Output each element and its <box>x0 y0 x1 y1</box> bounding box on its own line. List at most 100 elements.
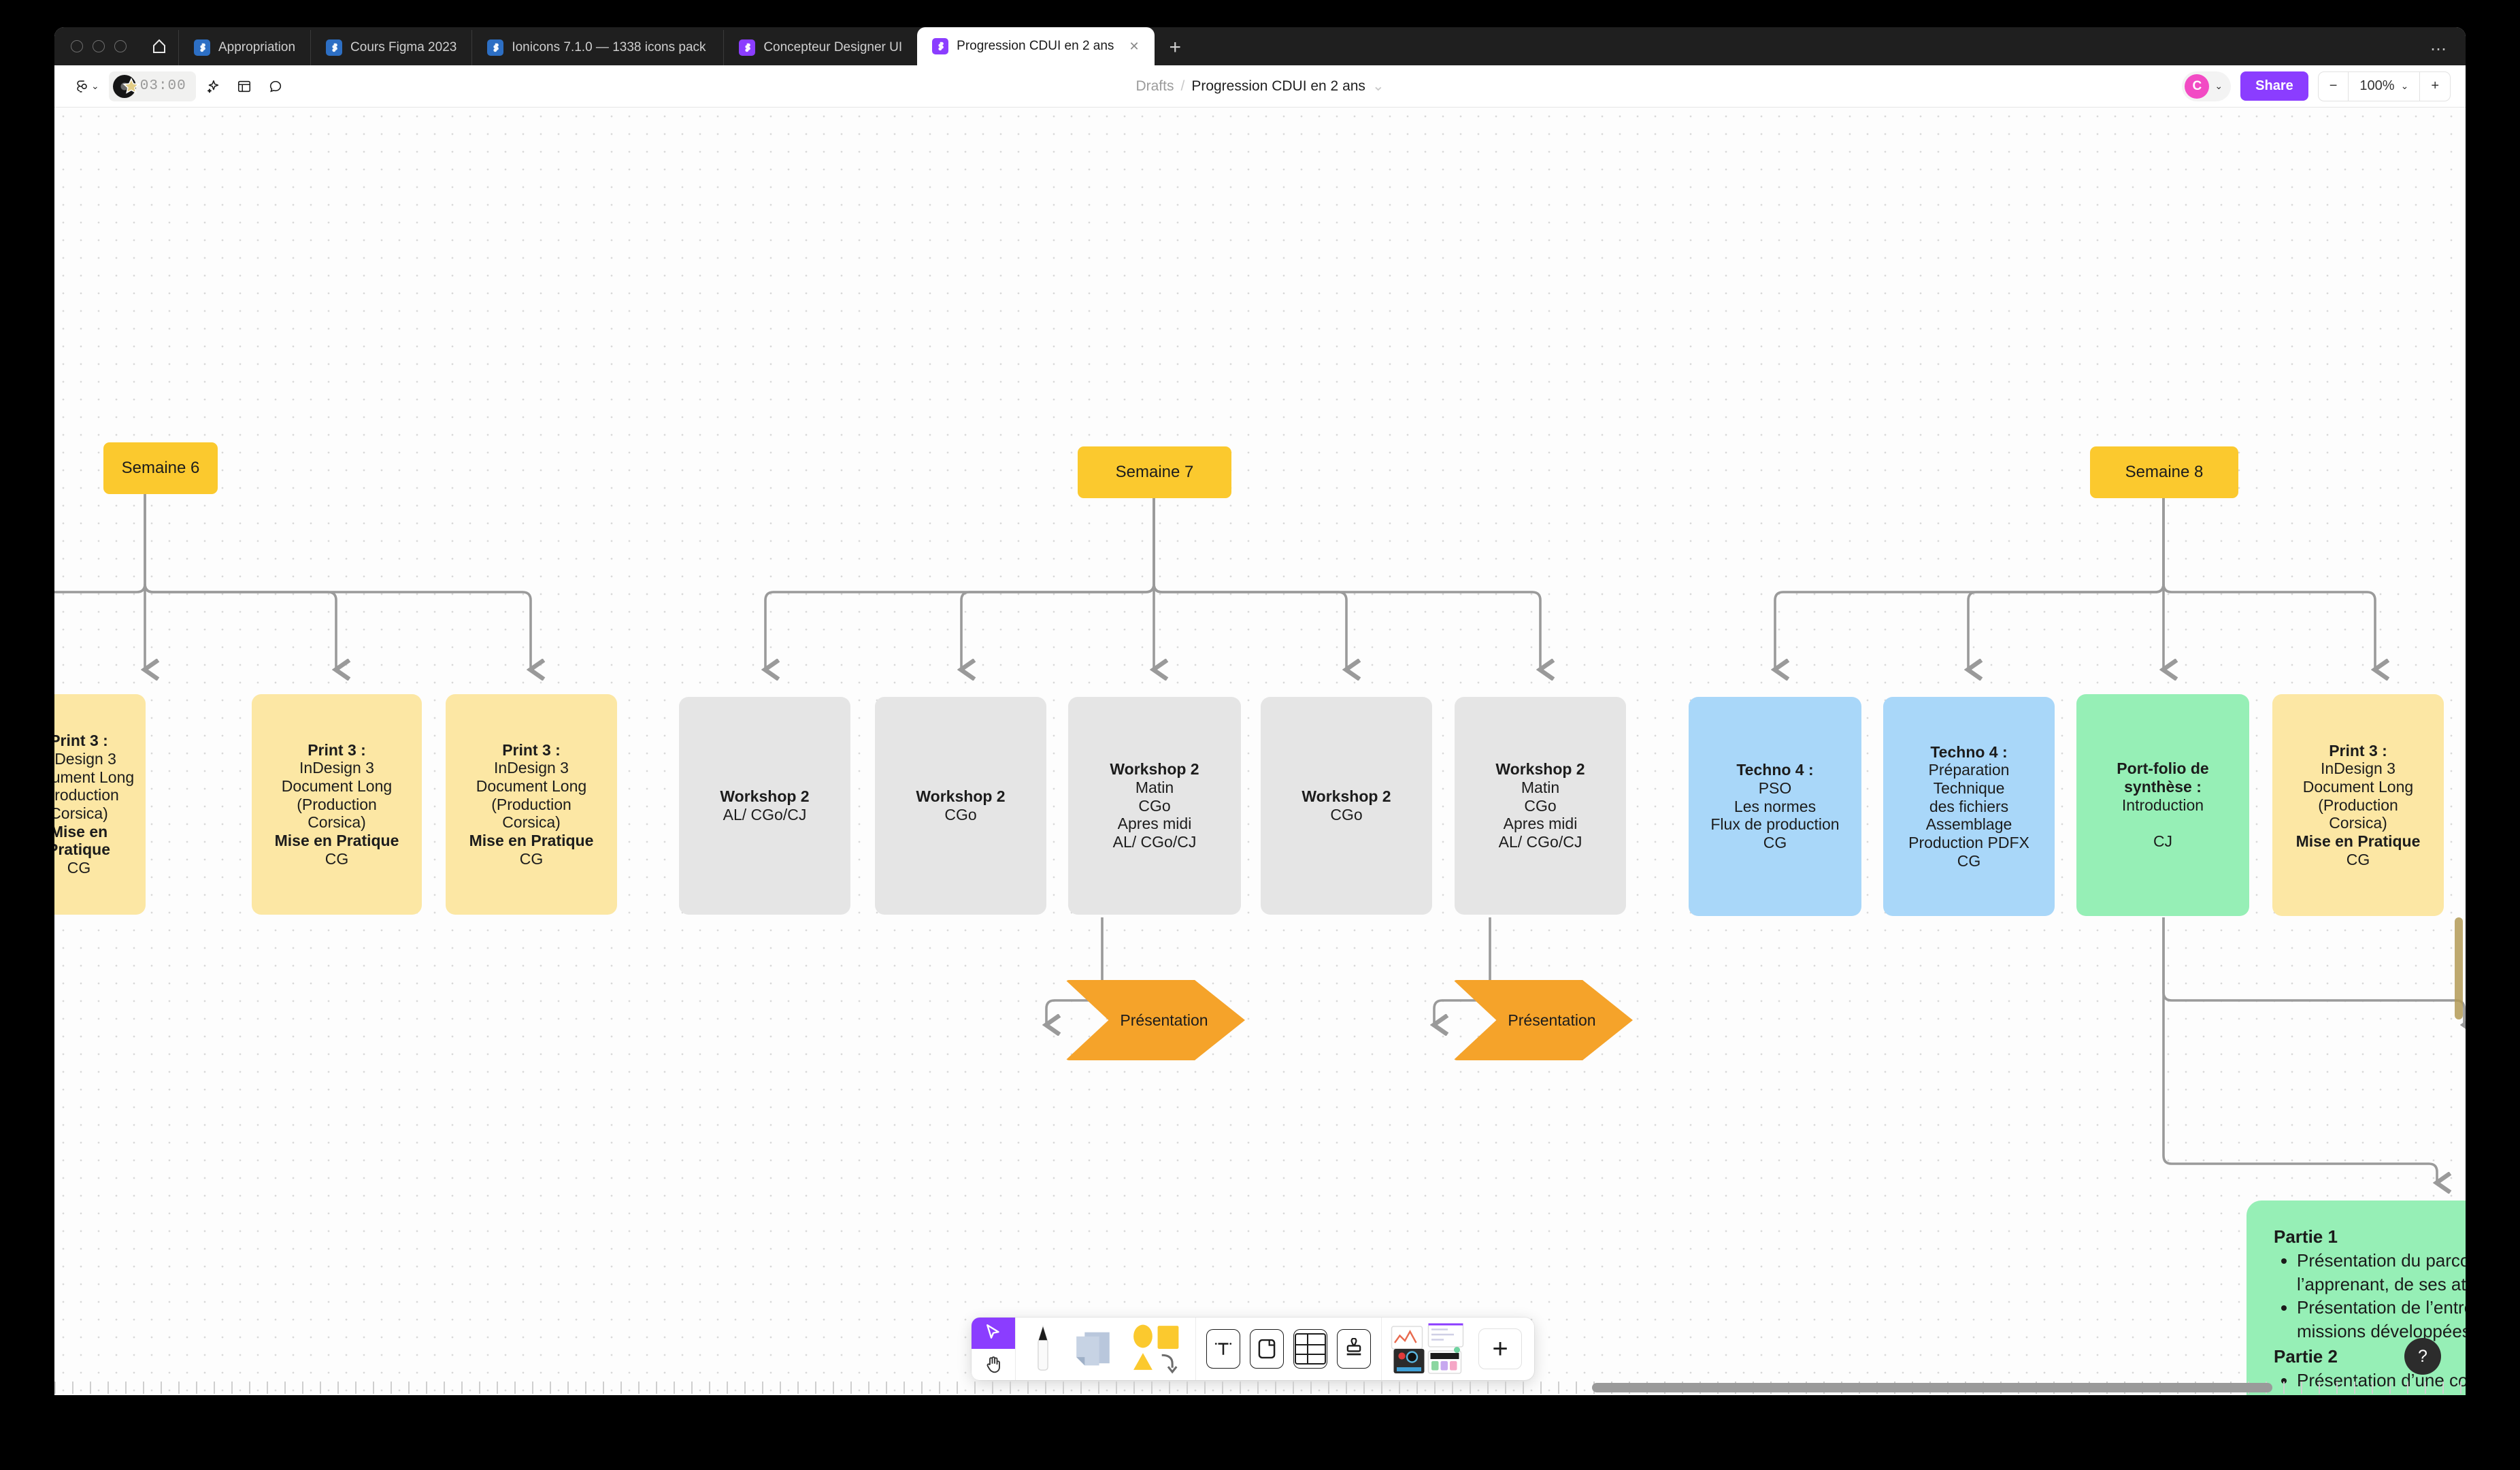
add-more-tool[interactable]: + <box>1472 1318 1529 1380</box>
figma-logo-icon[interactable]: ⌄ <box>68 71 106 101</box>
figjam-canvas[interactable]: Semaine 6 Semaine 7 Semaine 8 Print 3 :I… <box>54 108 2466 1395</box>
card-line: Corsica) <box>2329 814 2387 832</box>
horizontal-scrollbar[interactable] <box>1592 1383 2272 1392</box>
maximize-window-button[interactable] <box>114 40 127 52</box>
music-timer-widget[interactable]: 03:00 <box>108 71 196 101</box>
card-line: Workshop 2 <box>916 787 1006 806</box>
share-button[interactable]: Share <box>2240 71 2308 101</box>
cursor-tool[interactable] <box>972 1318 1015 1349</box>
browser-window: Appropriation Cours Figma 2023 Ionicons … <box>54 27 2466 1395</box>
close-window-button[interactable] <box>71 40 83 52</box>
card-line: Production PDFX <box>1908 834 2029 851</box>
widgets-media-icon <box>1391 1323 1464 1374</box>
zoom-out-button[interactable]: − <box>2329 78 2338 93</box>
week-header-semaine-6[interactable]: Semaine 6 <box>103 442 218 494</box>
minimize-window-button[interactable] <box>93 40 105 52</box>
comment-bubble-icon[interactable] <box>261 71 290 101</box>
note-heading: Partie 2 <box>2274 1346 2338 1367</box>
avatar: C <box>2185 74 2210 99</box>
zoom-in-button[interactable]: + <box>2431 78 2439 93</box>
card-line: InDesign 3 <box>299 759 374 777</box>
chevron-presentation-2[interactable]: Présentation <box>1453 980 1633 1060</box>
card-line: Introduction <box>2121 796 2204 814</box>
hand-tool[interactable] <box>972 1349 1015 1380</box>
browser-tab-progression-cdui[interactable]: Progression CDUI en 2 ans ✕ <box>917 27 1155 65</box>
figjam-toolbar: + <box>972 1318 1534 1380</box>
browser-tab-concepteur-designer-ui[interactable]: Concepteur Designer UI <box>723 30 917 65</box>
browser-tab-cours-figma-2023[interactable]: Cours Figma 2023 <box>310 30 471 65</box>
section-tool[interactable] <box>1245 1318 1289 1380</box>
card-line: CG <box>2346 850 2370 868</box>
note-body: Partie 1Présentation du parcours, du pro… <box>2274 1225 2466 1395</box>
breadcrumb-parent[interactable]: Drafts <box>1135 78 1174 94</box>
card-line: Print 3 : <box>308 740 366 759</box>
chevron-presentation-1[interactable]: Présentation <box>1065 980 1245 1060</box>
star-icon <box>122 77 140 94</box>
week-label: Semaine 8 <box>2125 463 2204 481</box>
note-bullet-item: Présentation du parcours, du projet de l… <box>2297 1249 2466 1296</box>
card-line: Corsica) <box>54 804 108 822</box>
card-line: CG <box>1957 851 1981 870</box>
card-line: Print 3 : <box>54 732 108 750</box>
table-tool[interactable] <box>1289 1318 1332 1380</box>
marker-pen-tool[interactable] <box>1021 1318 1065 1380</box>
divider <box>2348 71 2349 101</box>
card-line: (Production <box>54 786 119 804</box>
avatar-chip[interactable]: C ⌄ <box>2182 71 2232 101</box>
card-line: CJ <box>2153 832 2173 850</box>
pointer-tools <box>972 1318 1015 1380</box>
toolbar-group-widgets: + <box>1381 1318 1534 1380</box>
layout-grid-icon[interactable] <box>230 71 259 101</box>
ai-sparkle-icon[interactable] <box>199 71 227 101</box>
card-line: Corsica) <box>502 813 561 832</box>
chevron-down-icon[interactable]: ⌄ <box>91 80 99 91</box>
help-button[interactable]: ? <box>2404 1338 2441 1375</box>
chevron-down-icon: ⌄ <box>2400 80 2409 91</box>
card-line: CG <box>325 849 349 868</box>
card-line: des fichiers <box>1929 797 2009 815</box>
sticky-notes-tool[interactable] <box>1065 1318 1123 1380</box>
week-header-semaine-8[interactable]: Semaine 8 <box>2090 446 2238 498</box>
chevron-down-icon[interactable]: ⌄ <box>1372 78 1385 94</box>
toolbar-group-insert <box>1195 1318 1381 1380</box>
browser-tab-ionicons[interactable]: Ionicons 7.1.0 — 1338 icons pack (C <box>471 30 723 65</box>
card-line: Techno 4 : <box>1736 761 1814 779</box>
card-line: Les normes <box>1734 797 1817 815</box>
zoom-level[interactable]: 100% ⌄ <box>2349 72 2419 101</box>
vertical-scrollbar[interactable] <box>2455 917 2463 1019</box>
chevron-label: Présentation <box>1120 1011 1208 1029</box>
chevron-down-icon[interactable]: ⌄ <box>2215 80 2223 91</box>
toolbar-group-creation <box>1015 1318 1195 1380</box>
new-tab-button[interactable]: + <box>1169 36 1182 59</box>
figma-file-icon <box>326 39 343 56</box>
card-line: Workshop 2 <box>1495 760 1585 779</box>
text-tool[interactable] <box>1201 1318 1245 1380</box>
widgets-media-tool[interactable] <box>1387 1318 1472 1380</box>
figma-file-icon <box>194 39 210 56</box>
window-controls <box>59 27 140 65</box>
stamp-tool[interactable] <box>1332 1318 1376 1380</box>
sticky-notes-icon <box>1076 1332 1110 1366</box>
browser-tab-appropriation[interactable]: Appropriation <box>178 30 310 65</box>
close-icon[interactable]: ✕ <box>1129 39 1140 53</box>
card-line: (Production <box>297 795 377 813</box>
shapes-and-connector-tool[interactable] <box>1123 1318 1190 1380</box>
home-icon[interactable] <box>140 27 178 65</box>
card-line: Document Long <box>476 777 587 795</box>
header-left-tools: ⌄ 03:00 <box>54 71 290 101</box>
week-header-semaine-7[interactable]: Semaine 7 <box>1078 446 1231 498</box>
browser-menu-icon[interactable]: ⋯ <box>2430 40 2448 59</box>
card-line: Document Long <box>281 777 393 795</box>
